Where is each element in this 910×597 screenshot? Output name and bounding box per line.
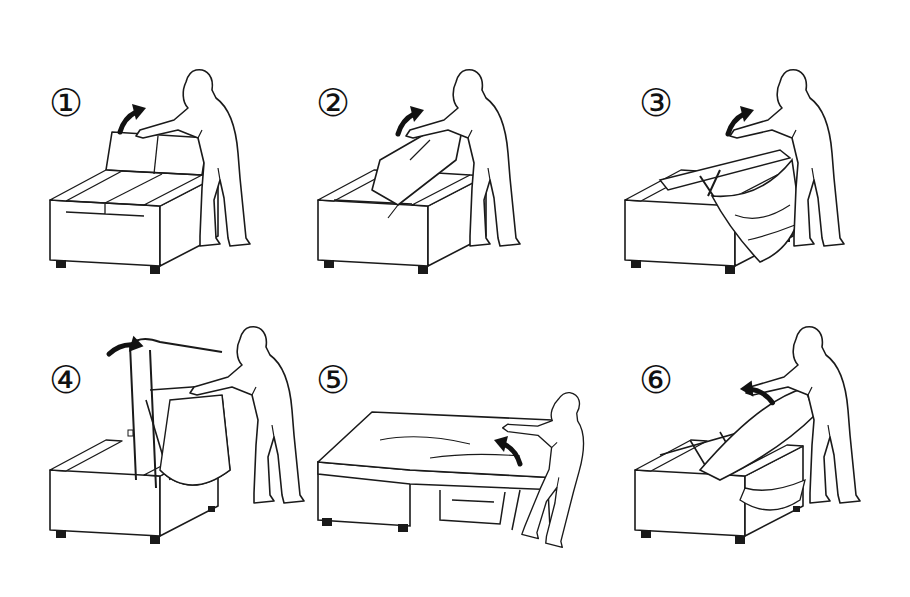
step-number: ⑤ [316,361,350,399]
person [471,375,613,549]
mattress [700,388,815,480]
mattress [712,160,800,262]
mattress [160,395,230,485]
arrow [739,376,773,411]
person [190,327,304,503]
person [136,70,250,246]
step-number: ④ [49,361,83,399]
panel-five [318,375,613,549]
person [746,327,860,503]
panel-four [50,327,304,544]
sofa [50,132,218,274]
arrow [120,104,146,132]
arrow [728,106,754,134]
step-number: ③ [639,84,673,122]
step-number: ② [316,84,350,122]
step-number: ① [49,84,83,122]
step-number: ⑥ [639,361,673,399]
panel-six [635,327,860,544]
person [406,70,520,246]
person [730,70,844,246]
panel-three [625,70,844,274]
arrow [109,330,146,367]
mattress [318,412,560,478]
arrow [494,436,520,464]
arrow [398,106,424,134]
